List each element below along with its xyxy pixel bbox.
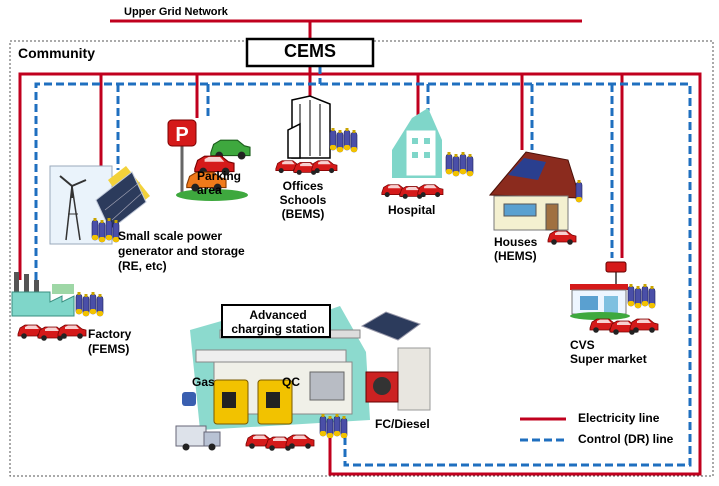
small-scale-label-3: (RE, etc): [118, 259, 167, 273]
factory-label-1: Factory: [88, 327, 132, 341]
charging-station-box: [221, 304, 331, 338]
hospital-icon: [382, 108, 473, 199]
hospital-label: Hospital: [388, 203, 436, 217]
small-scale-label-1: Small scale power: [118, 229, 223, 243]
control-network: [34, 66, 692, 467]
wind-solar-icon: [49, 165, 150, 245]
legend-control-label: Control (DR) line: [578, 432, 674, 446]
house-icon: [488, 151, 583, 246]
qc-label: QC: [282, 375, 300, 389]
parking-label-1: Parking: [197, 169, 242, 183]
legend-electricity-label: Electricity line: [578, 411, 660, 425]
parking-label-2: area: [197, 183, 222, 197]
svg-text:P: P: [175, 124, 188, 146]
offices-label-3: (BEMS): [281, 207, 325, 221]
community-boundary: [9, 40, 714, 477]
offices-label-2: Schools: [279, 193, 327, 207]
houses-label-2: (HEMS): [494, 249, 537, 263]
cems-label: CEMS: [283, 41, 336, 61]
factory-label-2: (FEMS): [88, 342, 130, 356]
charging-station-label-1: Advanced: [249, 308, 307, 322]
cems-box: [245, 37, 375, 68]
factory-icon: [11, 272, 103, 341]
charging-station-label-2: charging station: [231, 322, 325, 336]
small-scale-label-2: generator and storage: [118, 244, 245, 258]
gas-label: Gas: [192, 375, 215, 389]
cvs-label-2: Super market: [570, 352, 647, 366]
fc-diesel-label: FC/Diesel: [375, 417, 430, 431]
electricity-network: [18, 66, 702, 476]
office-building-icon: [276, 95, 357, 175]
houses-label-1: Houses: [494, 235, 538, 249]
parking-icon: P: [167, 119, 251, 201]
upper-grid-label: Upper Grid Network: [124, 6, 228, 18]
community-label: Community: [18, 45, 95, 61]
cvs-icon: [570, 261, 658, 335]
cvs-label-1: CVS: [570, 338, 595, 352]
offices-label-1: Offices: [282, 179, 324, 193]
legend: [520, 417, 566, 442]
